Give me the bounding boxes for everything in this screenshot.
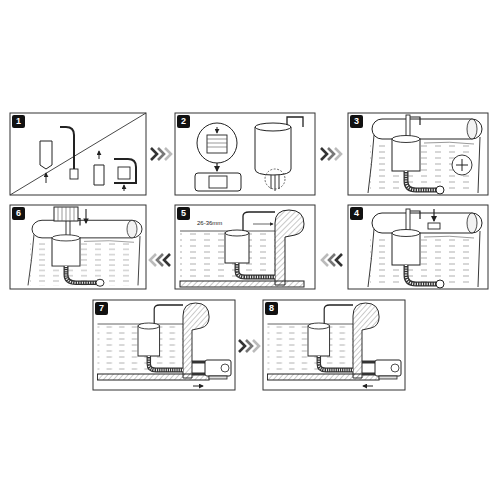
cartridge-step [195, 117, 303, 191]
dimension-label: 26-36mm [196, 220, 223, 227]
callout-number: 7 [95, 302, 108, 315]
bracket-step [10, 113, 146, 195]
step-chevrons [150, 148, 342, 352]
pump-connect-step [98, 303, 232, 386]
clip-step [368, 209, 482, 288]
callout-number: 4 [350, 207, 363, 220]
skimmer-hang-step [368, 115, 482, 194]
callout-number: 5 [177, 207, 190, 220]
callout-number: 3 [350, 115, 363, 128]
wall-section-step [180, 210, 304, 287]
pump-run-step [268, 303, 402, 386]
callout-number: 8 [265, 302, 278, 315]
panel-frames [10, 113, 488, 390]
callout-number: 6 [12, 207, 25, 220]
basket-step [28, 207, 142, 286]
callout-number: 1 [12, 115, 25, 128]
callout-number: 2 [177, 115, 190, 128]
